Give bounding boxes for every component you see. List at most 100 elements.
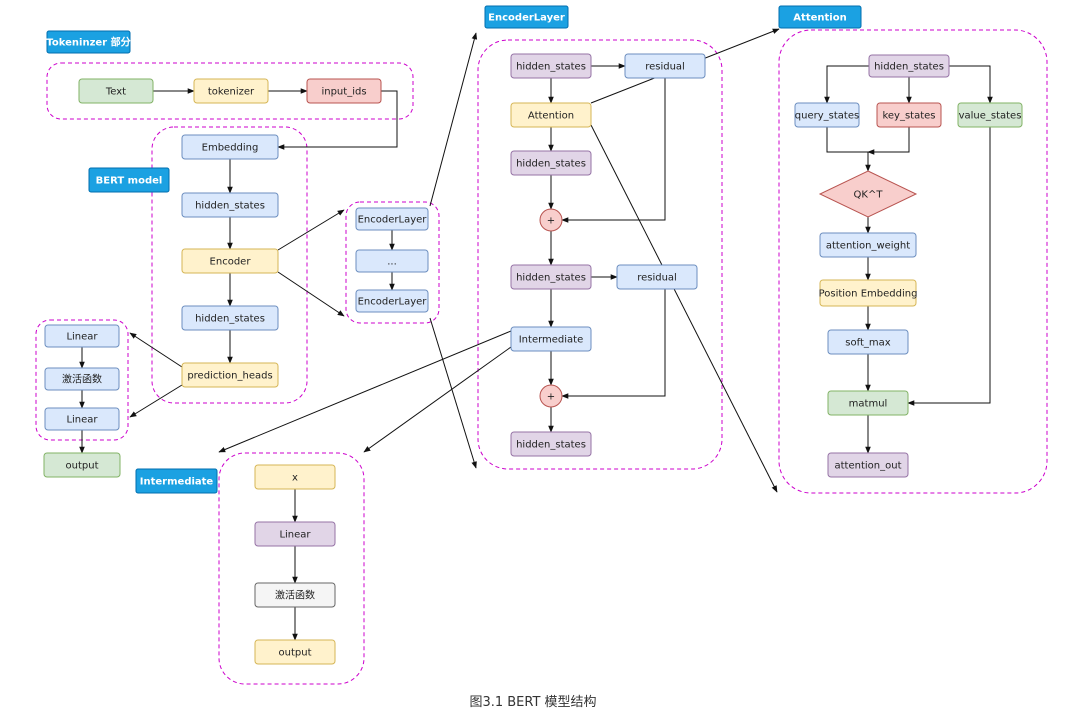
edge-intermediate-detail-left — [218, 330, 512, 453]
bert-encoder-box — [181, 248, 279, 274]
im-x-label: x — [292, 473, 298, 484]
at-hidden-box — [868, 54, 950, 78]
el-hidden-b-label: hidden_states — [516, 273, 586, 284]
im-output-label: output — [279, 648, 312, 659]
at-value-box — [957, 102, 1023, 128]
at-key-box — [876, 102, 942, 128]
el-intermediate-box — [510, 326, 592, 352]
tag-intermediate — [135, 468, 218, 494]
tok-tokenizer-label: tokenizer — [208, 87, 255, 98]
edge-at-hidden-value — [949, 65, 993, 104]
encoder-layer-detail-group — [477, 39, 723, 470]
at-weight-box — [819, 232, 917, 258]
attention-detail-group — [778, 29, 1048, 494]
im-linear-label: Linear — [279, 530, 311, 541]
edge-at-hidden-query — [824, 65, 869, 104]
at-query-label: query_states — [795, 111, 859, 122]
at-value-label: value_states — [959, 111, 1022, 122]
tag-tokenizer — [46, 30, 131, 54]
el-hidden-in-label: hidden_states — [516, 62, 586, 73]
im-act-box — [254, 582, 336, 608]
tag-encoder-layer — [484, 5, 569, 29]
tok-text-label: Text — [105, 87, 126, 98]
at-query-box — [794, 102, 860, 128]
figure-caption: 图3.1 BERT 模型结构 — [469, 695, 597, 710]
edge-el-residual2-plus — [561, 289, 666, 399]
bert-hidden1-label: hidden_states — [195, 201, 265, 212]
el-residual2-label: residual — [637, 273, 677, 284]
bert-hidden2-box — [181, 305, 279, 331]
edge-intermediate-detail-right — [363, 346, 512, 453]
bert-embedding-label: Embedding — [202, 143, 259, 154]
enc-layer2-label: EncoderLayer — [358, 297, 428, 308]
edge-predheads-linear — [129, 332, 183, 368]
edge-encoder-layers-top — [277, 209, 345, 251]
bert-embedding-box — [181, 134, 279, 160]
intermediate-detail-group — [218, 452, 365, 685]
edge-at-key-qkt — [867, 127, 910, 155]
enc-dots-label: ... — [387, 257, 397, 268]
el-intermediate-label: Intermediate — [519, 335, 584, 346]
bert-encoder-label: Encoder — [210, 257, 252, 268]
bert-model-group — [151, 126, 308, 404]
at-qkt-label: QK^T — [854, 190, 884, 201]
el-plus1-circle — [539, 208, 563, 232]
head-output-label: output — [66, 461, 99, 472]
el-residual1-label: residual — [645, 62, 685, 73]
bert-hidden2-label: hidden_states — [195, 314, 265, 325]
el-plus1-label: + — [547, 216, 555, 227]
edge-at-query-qkt — [826, 127, 871, 172]
edge-predheads-output — [129, 384, 183, 418]
tag-attention — [778, 5, 862, 29]
tag-encoder-layer-label: EncoderLayer — [488, 13, 565, 24]
enc-layer1-box — [355, 207, 429, 231]
at-key-label: key_states — [882, 111, 935, 122]
at-out-box — [827, 452, 909, 478]
enc-layer2-box — [355, 289, 429, 313]
at-matmul-label: matmul — [849, 399, 888, 410]
el-hidden-a-label: hidden_states — [516, 159, 586, 170]
bert-pred-heads-label: prediction_heads — [187, 371, 272, 382]
tokenizer-group — [46, 62, 414, 120]
edge-el-residual-plus — [561, 78, 666, 223]
enc-layer1-label: EncoderLayer — [358, 215, 428, 226]
bert-pred-heads-box — [181, 362, 279, 388]
im-output-box — [254, 639, 336, 665]
tag-bert-model-label: BERT model — [96, 176, 163, 187]
edge-at-value-matmul — [907, 127, 991, 406]
tag-tokenizer-label: Tokeninzer 部分 — [46, 36, 130, 49]
el-residual1-box — [624, 53, 706, 79]
enc-dots-box — [355, 249, 429, 273]
el-residual2-box — [616, 264, 698, 290]
edge-enclayer-detail-top — [429, 32, 478, 207]
tag-bert-model — [88, 167, 170, 193]
edge-attention-detail-bottom — [590, 124, 778, 493]
im-linear-box — [254, 521, 336, 547]
at-weight-label: attention_weight — [826, 241, 910, 252]
el-hidden-b-box — [510, 264, 592, 290]
tag-attention-label: Attention — [793, 13, 846, 24]
at-softmax-box — [827, 329, 909, 355]
at-hidden-label: hidden_states — [874, 62, 944, 73]
encoder-layers-group — [345, 201, 440, 324]
tok-tokenizer-box — [193, 78, 269, 104]
tag-intermediate-label: Intermediate — [140, 477, 214, 488]
head-output-box — [43, 452, 121, 478]
el-attention-box — [510, 102, 592, 128]
at-qkt-diamond — [818, 170, 918, 218]
head-act-box — [44, 367, 120, 391]
head-act-label: 激活函数 — [62, 373, 102, 386]
el-plus2-label: + — [547, 392, 555, 403]
im-x-box — [254, 464, 336, 490]
el-attention-label: Attention — [528, 111, 574, 122]
at-softmax-label: soft_max — [845, 338, 890, 349]
bert-hidden1-box — [181, 192, 279, 218]
head-linear2-label: Linear — [66, 415, 98, 426]
el-hidden-in-box — [510, 53, 592, 79]
edge-encoder-layers-bottom — [277, 271, 345, 317]
at-posemb-box — [819, 279, 917, 307]
at-matmul-box — [827, 390, 909, 416]
at-out-label: attention_out — [835, 461, 902, 472]
